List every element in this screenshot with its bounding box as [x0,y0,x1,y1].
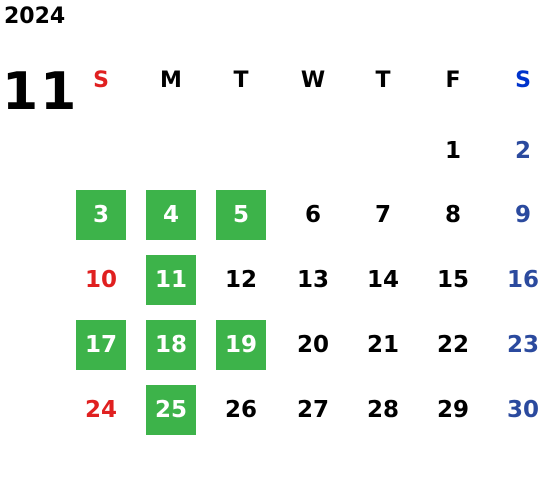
month-label: 11 [2,62,79,122]
weekday-header-wednesday: W [300,68,326,93]
day-cell-11[interactable]: 11 [146,255,196,305]
day-cell-3[interactable]: 3 [76,190,126,240]
year-label: 2024 [4,4,66,29]
day-cell-14[interactable]: 14 [366,267,399,293]
day-cell-20[interactable]: 20 [296,332,329,358]
day-cell-23[interactable]: 23 [506,332,539,358]
day-cell-6[interactable]: 6 [304,202,321,228]
day-cell-29[interactable]: 29 [436,397,469,423]
day-cell-10[interactable]: 10 [84,267,117,293]
day-cell-16[interactable]: 16 [506,267,539,293]
day-cell-19[interactable]: 19 [216,320,266,370]
day-cell-25[interactable]: 25 [146,385,196,435]
day-cell-9[interactable]: 9 [514,202,531,228]
weekday-header-friday: F [445,68,461,93]
weekday-header-sunday: S [93,68,109,93]
day-cell-27[interactable]: 27 [296,397,329,423]
day-cell-28[interactable]: 28 [366,397,399,423]
day-cell-12[interactable]: 12 [224,267,257,293]
day-cell-30[interactable]: 30 [506,397,539,423]
day-cell-7[interactable]: 7 [374,202,391,228]
day-cell-18[interactable]: 18 [146,320,196,370]
day-cell-17[interactable]: 17 [76,320,126,370]
day-cell-1[interactable]: 1 [444,138,461,164]
day-cell-4[interactable]: 4 [146,190,196,240]
day-cell-21[interactable]: 21 [366,332,399,358]
day-cell-5[interactable]: 5 [216,190,266,240]
weekday-header-tuesday: T [233,68,249,93]
weekday-header-thursday: T [375,68,391,93]
day-cell-26[interactable]: 26 [224,397,257,423]
day-cell-13[interactable]: 13 [296,267,329,293]
weekday-header-monday: M [160,68,182,93]
day-cell-24[interactable]: 24 [84,397,117,423]
day-cell-15[interactable]: 15 [436,267,469,293]
day-cell-2[interactable]: 2 [514,138,531,164]
weekday-header-saturday: S [515,68,531,93]
day-cell-8[interactable]: 8 [444,202,461,228]
day-cell-22[interactable]: 22 [436,332,469,358]
